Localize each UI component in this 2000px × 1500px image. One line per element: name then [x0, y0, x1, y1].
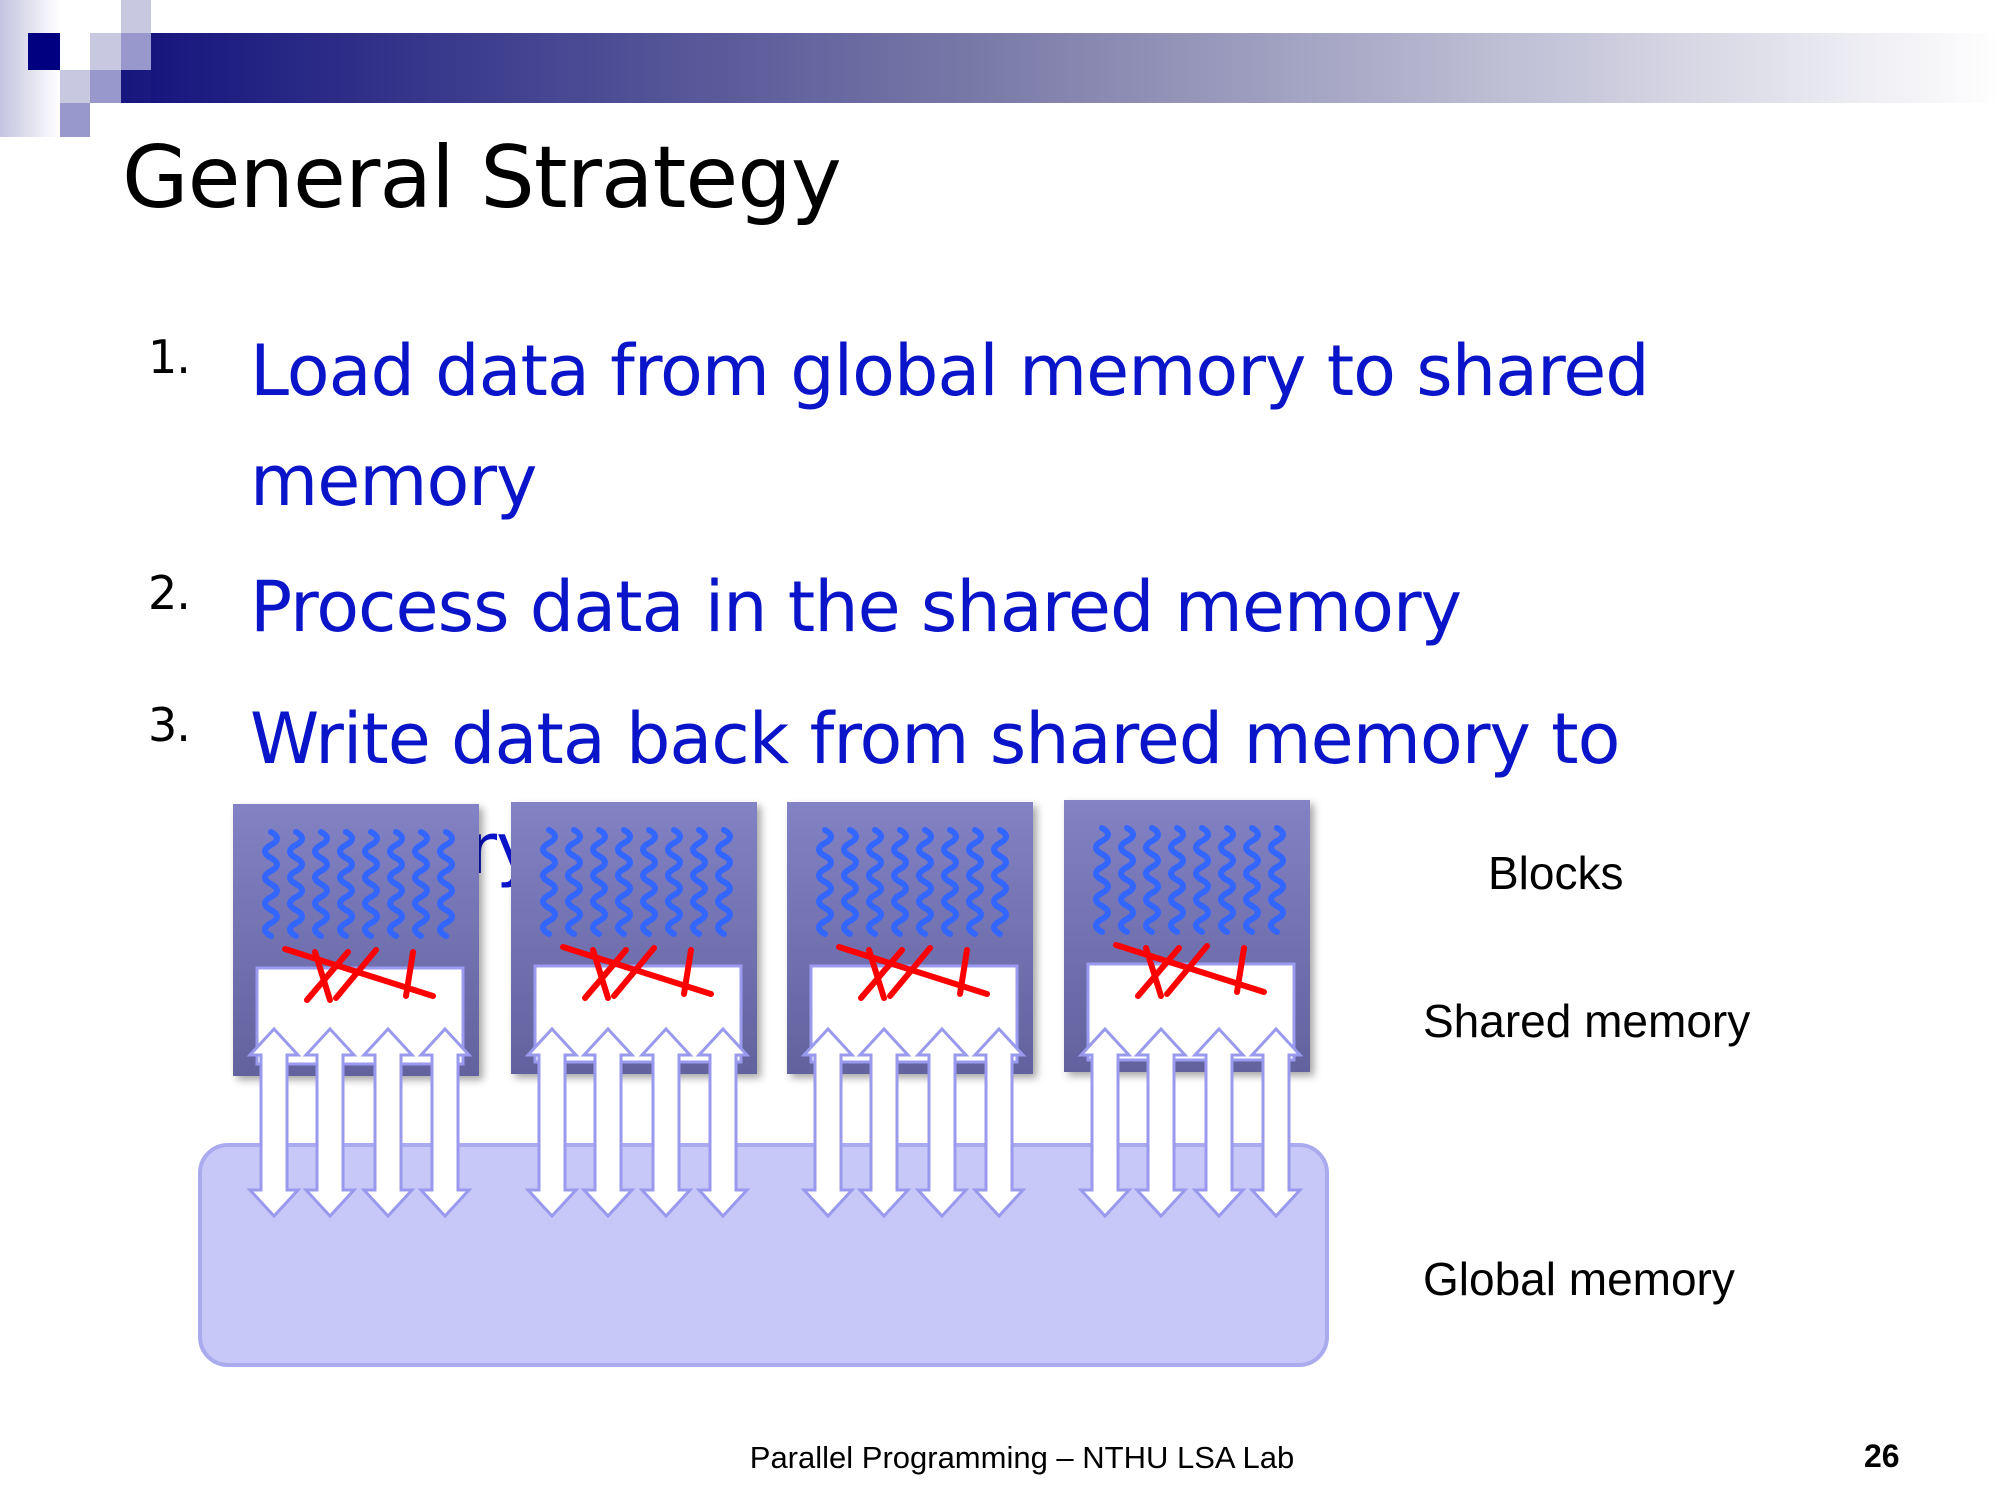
thread-wave	[1118, 825, 1136, 935]
thread-wave	[1093, 825, 1111, 935]
list-text-line: Load data from global memory to shared	[250, 330, 1650, 412]
double-arrow-icon	[914, 1026, 970, 1219]
double-arrow-icon	[1133, 1026, 1189, 1219]
double-arrow-icon	[580, 1026, 636, 1219]
thread-wave	[1243, 825, 1261, 935]
thread-block	[511, 802, 757, 1219]
thread-wave	[437, 829, 455, 939]
bank-conflict-mark	[887, 945, 933, 999]
bank-conflict-mark	[582, 947, 629, 1001]
thread-wave	[841, 827, 859, 937]
thread-wave	[715, 827, 733, 937]
double-arrow-icon	[1077, 1026, 1133, 1219]
bank-conflict-mark	[858, 947, 905, 1001]
header-banner-decoration	[0, 0, 2000, 137]
double-arrow-icon	[1248, 1026, 1304, 1219]
thread-wave	[1193, 825, 1211, 935]
thread-wave	[615, 827, 633, 937]
double-arrow-icon	[856, 1026, 912, 1219]
thread-wave	[262, 829, 280, 939]
bank-conflict-mark	[333, 947, 379, 1001]
list-text-line: Write data back from shared memory to	[250, 698, 1620, 780]
footer-text: Parallel Programming – NTHU LSA Lab	[749, 1440, 1295, 1475]
thread-wave	[866, 827, 884, 937]
thread-wave	[287, 829, 305, 939]
slide-title: General Strategy	[122, 128, 842, 228]
thread-wave	[387, 829, 405, 939]
thread-block	[787, 802, 1033, 1219]
bank-conflict-mark	[1135, 945, 1182, 999]
bank-conflict-mark	[866, 947, 887, 1001]
thread-wave	[916, 827, 934, 937]
bank-conflict-mark	[590, 947, 611, 1001]
thread-wave	[1168, 825, 1186, 935]
blocks-label: Blocks	[1488, 847, 1624, 899]
list-text-line: Process data in the shared memory	[250, 566, 1462, 648]
double-arrow-icon	[302, 1026, 358, 1219]
thread-wave	[1218, 825, 1236, 935]
bank-conflict-mark	[304, 949, 351, 1003]
thread-wave	[1143, 825, 1161, 935]
bank-conflict-mark	[403, 949, 416, 999]
double-arrow-icon	[246, 1026, 302, 1219]
thread-wave	[540, 827, 558, 937]
list-number: 2.	[148, 566, 191, 620]
list-number: 3.	[148, 698, 191, 752]
thread-wave	[362, 829, 380, 939]
thread-wave	[816, 827, 834, 937]
double-arrow-icon	[971, 1026, 1027, 1219]
global-memory-label: Global memory	[1423, 1253, 1735, 1305]
thread-wave	[991, 827, 1009, 937]
thread-wave	[565, 827, 583, 937]
global-memory-box	[198, 1143, 1329, 1367]
thread-wave	[312, 829, 330, 939]
thread-wave	[412, 829, 430, 939]
thread-wave	[665, 827, 683, 937]
bank-conflict-mark	[957, 947, 970, 997]
bank-conflict-mark	[611, 945, 657, 999]
thread-wave	[640, 827, 658, 937]
double-arrow-icon	[524, 1026, 580, 1219]
thread-wave	[337, 829, 355, 939]
list-text-line: memory	[250, 440, 537, 522]
thread-wave	[891, 827, 909, 937]
page-number: 26	[1864, 1438, 1900, 1474]
bank-conflict-mark	[1143, 945, 1164, 999]
thread-block	[233, 804, 479, 1219]
list-number: 1.	[148, 330, 191, 384]
double-arrow-icon	[360, 1026, 416, 1219]
double-arrow-icon	[695, 1026, 751, 1219]
thread-wave	[690, 827, 708, 937]
thread-wave	[1268, 825, 1286, 935]
bank-conflict-mark	[681, 947, 694, 997]
double-arrow-icon	[1191, 1026, 1247, 1219]
thread-wave	[966, 827, 984, 937]
bank-conflict-mark	[312, 949, 333, 1003]
double-arrow-icon	[417, 1026, 473, 1219]
thread-wave	[941, 827, 959, 937]
shared-memory-label: Shared memory	[1423, 995, 1751, 1047]
thread-block	[1064, 800, 1310, 1219]
bank-conflict-mark	[1164, 943, 1210, 997]
double-arrow-icon	[800, 1026, 856, 1219]
thread-wave	[590, 827, 608, 937]
bank-conflict-mark	[1234, 945, 1247, 995]
double-arrow-icon	[638, 1026, 694, 1219]
